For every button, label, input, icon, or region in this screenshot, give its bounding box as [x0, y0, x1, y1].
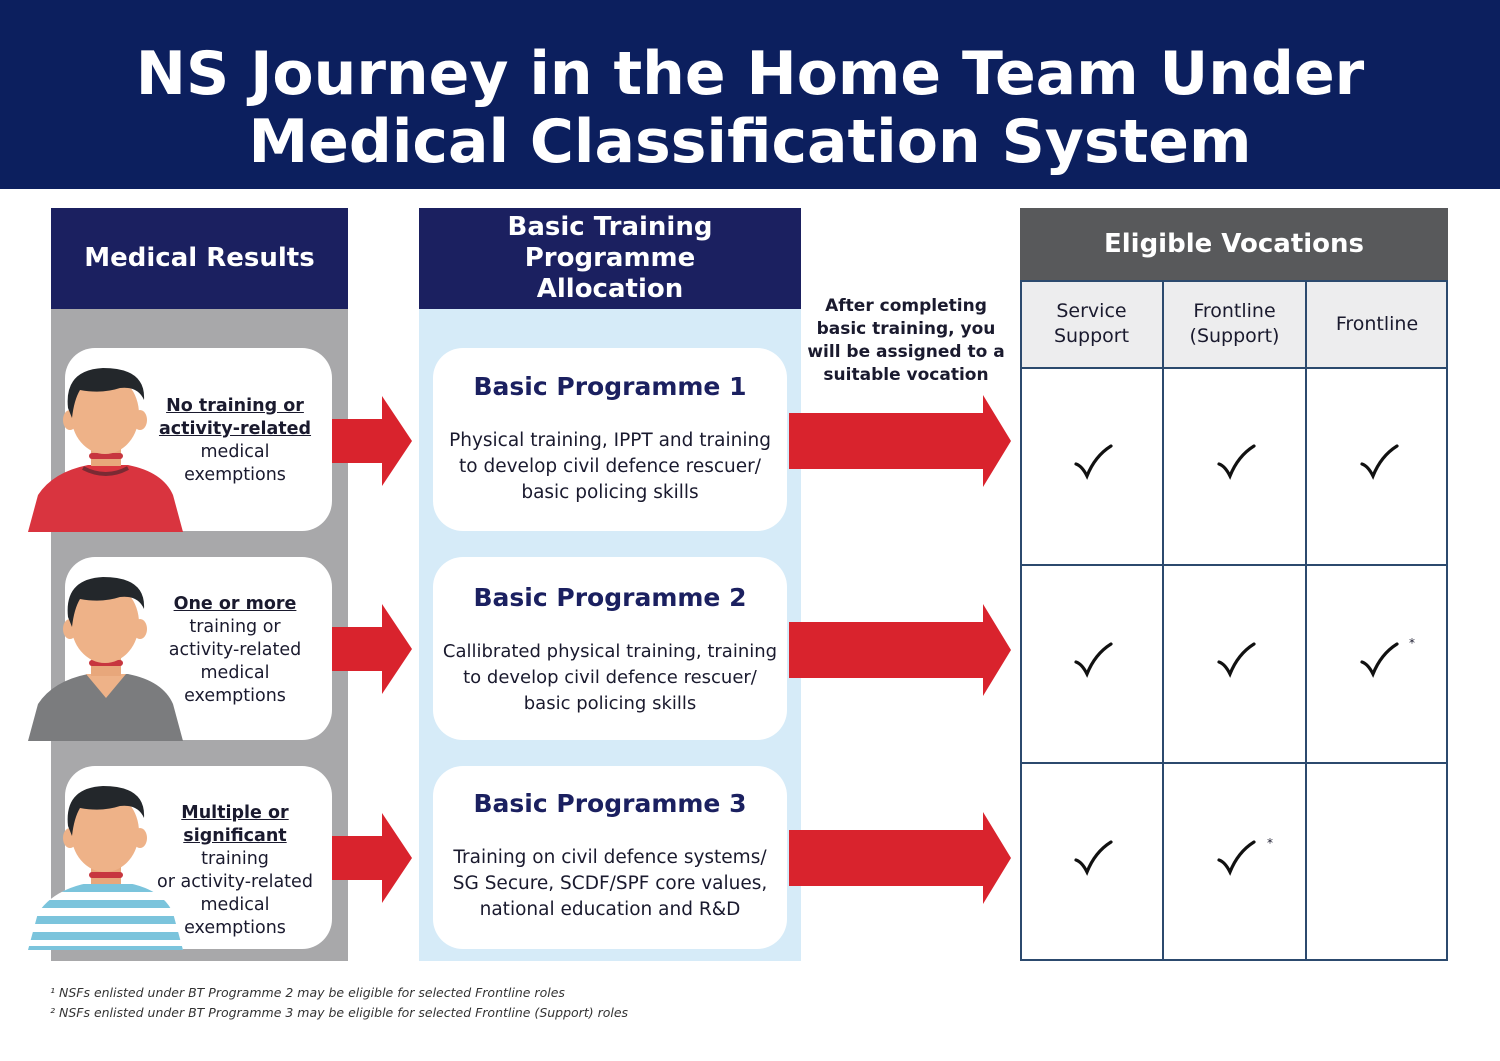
programme-1-desc-line-1: Physical training, IPPT and training: [449, 430, 771, 451]
programme-3-desc-line-3: national education and R&D: [479, 899, 741, 920]
vocation-frontline-label: Frontline: [1335, 312, 1419, 335]
grey-shirt: [28, 674, 183, 741]
medical-result-3-rest-1: or activity-related: [157, 872, 313, 892]
check-icon-bp1-frontline-support: [1217, 444, 1256, 480]
avatar-grey-shirt: [28, 577, 183, 741]
programme-1-title: Basic Programme 1: [473, 372, 747, 401]
programme-3-description: Training on civil defence systems/ SG Se…: [433, 845, 787, 923]
footnote-1: ¹ NSFs enlisted under BT Programme 2 may…: [50, 985, 565, 1000]
arrow-bp3-to-vocations: [789, 812, 1011, 904]
assignment-note-line-3: will be assigned to a: [807, 342, 1005, 362]
header-banner: NS Journey in the Home Team Under Medica…: [0, 0, 1500, 189]
red-shirt: [28, 465, 183, 532]
arrow-medical-to-bp1: [332, 396, 412, 486]
medical-result-3-rest-3: exemptions: [184, 918, 286, 938]
medical-results-heading: Medical Results: [51, 208, 348, 309]
vocation-header-frontline-support: Frontline (Support): [1163, 280, 1306, 368]
programme-2-desc-line-1: Callibrated physical training, training: [442, 641, 778, 662]
medical-result-3-underlined-2: significant: [183, 826, 287, 846]
bt-allocation-heading-line-1: Basic Training Programme: [507, 212, 713, 273]
medical-result-2-underlined-1: One or more: [173, 594, 297, 614]
programme-1-desc-line-2: to develop civil defence rescuer/: [459, 456, 761, 477]
check-icon-bp2-service-support: [1074, 642, 1113, 678]
arrow-bp1-to-vocations: [789, 395, 1011, 487]
programme-2-desc-line-2: to develop civil defence rescuer/: [463, 667, 757, 688]
page-title-line-2: Medical Classification System: [248, 107, 1252, 177]
check-icon-bp1-frontline: [1360, 444, 1399, 480]
medical-result-1-rest-1: medical: [200, 442, 270, 462]
vocation-frontline-support-line-2: (Support): [1189, 325, 1280, 347]
medical-result-2-rest-3: medical: [200, 663, 270, 683]
programme-1-description: Physical training, IPPT and training to …: [433, 428, 787, 506]
medical-result-2-rest-4: exemptions: [184, 686, 286, 706]
programme-3-title: Basic Programme 3: [473, 789, 747, 818]
bt-allocation-heading: Basic Training Programme Allocation: [419, 208, 801, 309]
medical-result-3-rest-0: training: [201, 849, 269, 869]
vocation-service-support-line-1: Service: [1056, 300, 1127, 322]
programme-card-2: Basic Programme 2 Callibrated physical t…: [433, 557, 787, 740]
medical-results-heading-text: Medical Results: [84, 243, 315, 273]
footnote-2: ² NSFs enlisted under BT Programme 3 may…: [50, 1005, 629, 1020]
programme-card-1: Basic Programme 1 Physical training, IPP…: [433, 348, 787, 531]
medical-result-1-underlined-1: No training or: [166, 396, 304, 416]
assignment-note-line-1: After completing: [825, 296, 987, 316]
medical-result-3-rest-2: medical: [200, 895, 270, 915]
medical-result-2-rest-2: activity-related: [168, 640, 302, 660]
grid-divider-h2: [1020, 762, 1448, 764]
medical-result-3-underlined-1: Multiple or: [181, 803, 289, 823]
vocations-grid: [1020, 280, 1448, 961]
arrow-bp2-to-vocations: [789, 604, 1011, 696]
assignment-note-line-2: basic training, you: [816, 319, 996, 339]
grid-divider-h0: [1020, 367, 1448, 369]
eligible-vocations-heading-text: Eligible Vocations: [1103, 229, 1365, 259]
check-icon-bp1-service-support: [1074, 444, 1113, 480]
programme-2-description: Callibrated physical training, training …: [433, 639, 787, 717]
check-icon-bp2-frontline: [1360, 642, 1399, 678]
programme-2-desc-line-3: basic policing skills: [523, 693, 697, 714]
programme-2-title: Basic Programme 2: [473, 583, 747, 612]
eligible-vocations-heading: Eligible Vocations: [1020, 208, 1448, 280]
check-icon-bp3-service-support: [1074, 840, 1113, 876]
grid-divider-v1: [1162, 280, 1164, 961]
bt-allocation-heading-line-2: Allocation: [536, 274, 684, 304]
medical-result-1-text: No training or activity-related medical …: [150, 395, 320, 487]
page-title-line-1: NS Journey in the Home Team Under: [135, 39, 1365, 109]
check-icon-bp2-frontline-support: [1217, 642, 1256, 678]
arrow-medical-to-bp3: [332, 813, 412, 903]
programme-1-desc-line-3: basic policing skills: [521, 482, 699, 503]
grid-divider-h1: [1020, 564, 1448, 566]
arrow-medical-to-bp2: [332, 604, 412, 694]
medical-result-1-rest-2: exemptions: [184, 465, 286, 485]
assignment-note: After completing basic training, you wil…: [806, 295, 1006, 387]
asterisk-bp3-frontline-support: *: [1267, 836, 1273, 850]
grid-divider-v2: [1305, 280, 1307, 961]
check-icon-bp3-frontline-support: [1217, 840, 1256, 876]
vocation-header-frontline: Frontline: [1306, 280, 1448, 368]
vocation-service-support-line-2: Support: [1053, 325, 1130, 347]
programme-3-desc-line-1: Training on civil defence systems/: [453, 847, 767, 868]
medical-result-2-text: One or more training or activity-related…: [150, 593, 320, 708]
programme-card-3: Basic Programme 3 Training on civil defe…: [433, 766, 787, 949]
programme-3-desc-line-2: SG Secure, SCDF/SPF core values,: [452, 873, 768, 894]
medical-result-1-underlined-2: activity-related: [158, 419, 312, 439]
vocation-frontline-support-line-1: Frontline: [1193, 300, 1276, 322]
medical-result-2-rest-1: training or: [189, 617, 281, 637]
assignment-note-line-4: suitable vocation: [823, 365, 989, 385]
medical-result-3-text: Multiple or significant training or acti…: [150, 802, 320, 940]
avatar-striped-shirt: [28, 786, 183, 950]
asterisk-bp2-frontline: *: [1409, 636, 1415, 650]
avatar-red-shirt: [28, 368, 183, 532]
